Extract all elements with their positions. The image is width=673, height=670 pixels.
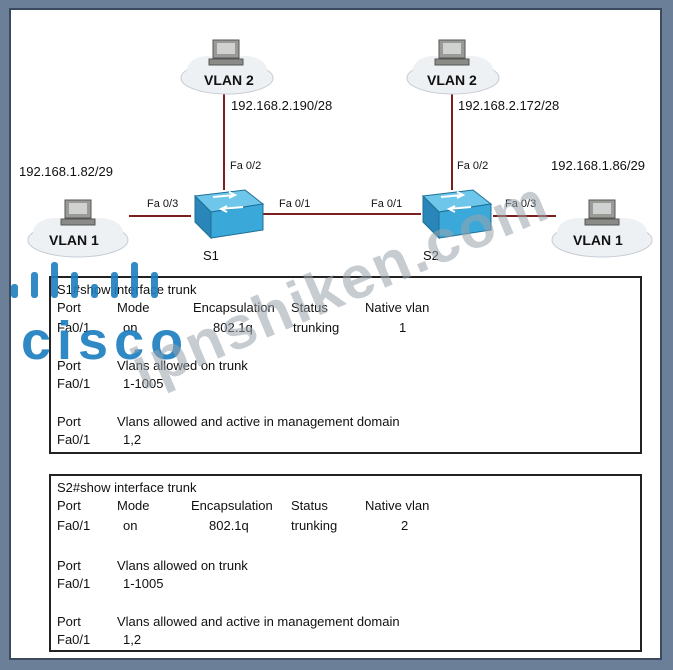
port-label: Fa 0/1 bbox=[279, 198, 311, 210]
port-label: Fa 0/2 bbox=[457, 160, 489, 172]
active-row-value: 1,2 bbox=[123, 432, 142, 447]
ip-label: 192.168.1.82/29 bbox=[19, 164, 113, 179]
port-label: Fa 0/3 bbox=[505, 198, 537, 210]
allowed-header-label: Vlans allowed on trunk bbox=[117, 558, 248, 573]
row-mode: on bbox=[123, 518, 138, 533]
col-header-status: Status bbox=[291, 300, 328, 315]
s1-trunk-output: S1#show interface trunk Port Mode Encaps… bbox=[49, 276, 642, 454]
switch-s2-icon bbox=[421, 189, 493, 240]
ip-label: 192.168.2.172/28 bbox=[458, 98, 560, 113]
s2-trunk-output: S2#show interface trunk Port Mode Encaps… bbox=[49, 474, 642, 652]
col-header-status: Status bbox=[291, 498, 328, 513]
topology-links bbox=[129, 92, 556, 217]
vlan-label: VLAN 1 bbox=[573, 232, 623, 248]
active-header-label: Vlans allowed and active in management d… bbox=[117, 614, 400, 629]
col-header-port: Port bbox=[57, 498, 81, 513]
ip-label: 192.168.1.86/29 bbox=[551, 158, 645, 173]
port-label: Fa 0/1 bbox=[371, 198, 403, 210]
allowed-row-port: Fa0/1 bbox=[57, 376, 91, 391]
port-label: Fa 0/3 bbox=[147, 198, 179, 210]
col-header-port: Port bbox=[57, 300, 81, 315]
diagram-frame: VLAN 2 VLAN 2 VLAN 1 VLAN 1 S1 bbox=[9, 8, 662, 660]
row-status: trunking bbox=[293, 320, 340, 335]
cloud-vlan1-s2 bbox=[551, 199, 653, 258]
switch-name: S1 bbox=[203, 248, 219, 263]
row-native: 2 bbox=[401, 518, 409, 533]
active-header-label: Vlans allowed and active in management d… bbox=[117, 414, 400, 429]
row-port: Fa0/1 bbox=[57, 518, 91, 533]
allowed-row-value: 1-1005 bbox=[123, 576, 164, 591]
col-header-mode: Mode bbox=[117, 498, 150, 513]
allowed-header-label: Vlans allowed on trunk bbox=[117, 358, 248, 373]
vlan-label: VLAN 2 bbox=[204, 72, 254, 88]
allowed-header-port: Port bbox=[57, 558, 81, 573]
active-row-value: 1,2 bbox=[123, 632, 142, 647]
active-header-port: Port bbox=[57, 414, 81, 429]
allowed-row-port: Fa0/1 bbox=[57, 576, 91, 591]
vlan-label: VLAN 2 bbox=[427, 72, 477, 88]
switch-s1-icon bbox=[193, 189, 265, 240]
cloud-vlan1-s1 bbox=[27, 199, 129, 258]
row-port: Fa0/1 bbox=[57, 320, 91, 335]
ip-label: 192.168.2.190/28 bbox=[231, 98, 333, 113]
col-header-native: Native vlan bbox=[365, 300, 430, 315]
switch-name: S2 bbox=[423, 248, 439, 263]
command-line: S2#show interface trunk bbox=[57, 480, 197, 495]
allowed-row-value: 1-1005 bbox=[123, 376, 164, 391]
col-header-mode: Mode bbox=[117, 300, 150, 315]
active-header-port: Port bbox=[57, 614, 81, 629]
vlan-label: VLAN 1 bbox=[49, 232, 99, 248]
active-row-port: Fa0/1 bbox=[57, 632, 91, 647]
allowed-header-port: Port bbox=[57, 358, 81, 373]
row-mode: on bbox=[123, 320, 138, 335]
row-status: trunking bbox=[291, 518, 338, 533]
active-row-port: Fa0/1 bbox=[57, 432, 91, 447]
row-native: 1 bbox=[399, 320, 407, 335]
cisco-logo-bars bbox=[11, 262, 158, 298]
cloud-vlan2-s1 bbox=[180, 39, 274, 95]
cloud-vlan2-s2 bbox=[406, 39, 500, 95]
row-encap: 802.1q bbox=[213, 320, 253, 335]
col-header-encap: Encapsulation bbox=[193, 300, 275, 315]
port-label: Fa 0/2 bbox=[230, 160, 262, 172]
col-header-encap: Encapsulation bbox=[191, 498, 273, 513]
row-encap: 802.1q bbox=[209, 518, 249, 533]
col-header-native: Native vlan bbox=[365, 498, 430, 513]
